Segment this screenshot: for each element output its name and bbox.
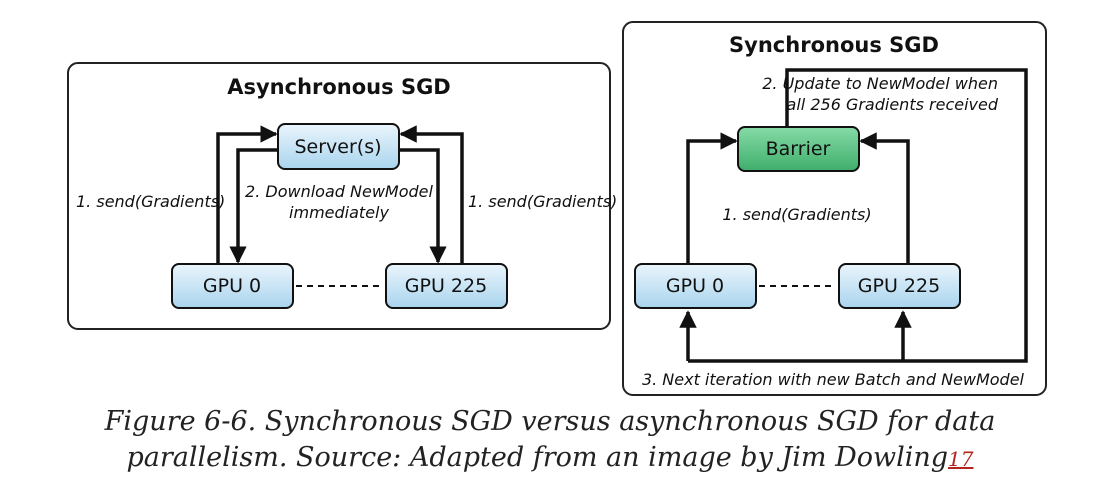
async-gpu-right-label: GPU 225 xyxy=(405,275,487,297)
async-panel-frame xyxy=(67,62,611,330)
async-gpu-left-label: GPU 0 xyxy=(203,275,261,297)
async-panel: Asynchronous SGD Server(s) GPU 0 GPU 225… xyxy=(67,62,617,330)
footnote-link[interactable]: 17 xyxy=(948,447,974,471)
sync-barrier-label: Barrier xyxy=(766,138,831,160)
sync-panel-title: Synchronous SGD xyxy=(729,33,939,57)
sync-update-loop-line xyxy=(688,68,1028,363)
sync-gpu-right-label: GPU 225 xyxy=(858,275,940,297)
async-send-arrow-left xyxy=(216,125,278,264)
sync-update-label-line2: all 256 Gradients received xyxy=(787,95,999,114)
sync-send-arrow-left xyxy=(686,132,738,264)
async-download-label-line1: 2. Download NewModel xyxy=(245,182,433,201)
caption-line-1: Figure 6-6. Synchronous SGD versus async… xyxy=(104,406,996,437)
async-download-arrow-left xyxy=(229,148,278,264)
async-send-label-right: 1. send(Gradients) xyxy=(468,192,617,211)
async-download-arrow-right xyxy=(399,148,447,264)
figure-caption: Figure 6-6. Synchronous SGD versus async… xyxy=(0,404,1100,477)
async-gpu-right-node: GPU 225 xyxy=(385,263,508,309)
sync-gpu-right-node: GPU 225 xyxy=(838,263,961,309)
caption-line-2-text: parallelism. Source: Adapted from an ima… xyxy=(126,442,949,473)
async-send-arrow-right xyxy=(399,125,464,264)
async-gpu-left-node: GPU 0 xyxy=(171,263,294,309)
sync-update-label-line1: 2. Update to NewModel when xyxy=(762,74,998,93)
sync-gpu-left-label: GPU 0 xyxy=(666,275,724,297)
sync-panel: Synchronous SGD Barrier GPU 0 GPU 225 2.… xyxy=(622,21,1047,396)
sync-gpu-left-node: GPU 0 xyxy=(634,263,757,309)
caption-line-2: parallelism. Source: Adapted from an ima… xyxy=(0,440,1100,477)
sync-barrier-node: Barrier xyxy=(737,126,860,172)
async-panel-title: Asynchronous SGD xyxy=(227,75,451,99)
async-server-node: Server(s) xyxy=(277,123,400,170)
sync-send-arrow-right xyxy=(859,132,910,264)
sync-next-label: 3. Next iteration with new Batch and New… xyxy=(642,370,1025,389)
async-server-label: Server(s) xyxy=(294,136,381,158)
async-download-label-line2: immediately xyxy=(289,203,389,222)
async-send-label-left: 1. send(Gradients) xyxy=(76,192,225,211)
sync-send-label: 1. send(Gradients) xyxy=(722,205,871,224)
